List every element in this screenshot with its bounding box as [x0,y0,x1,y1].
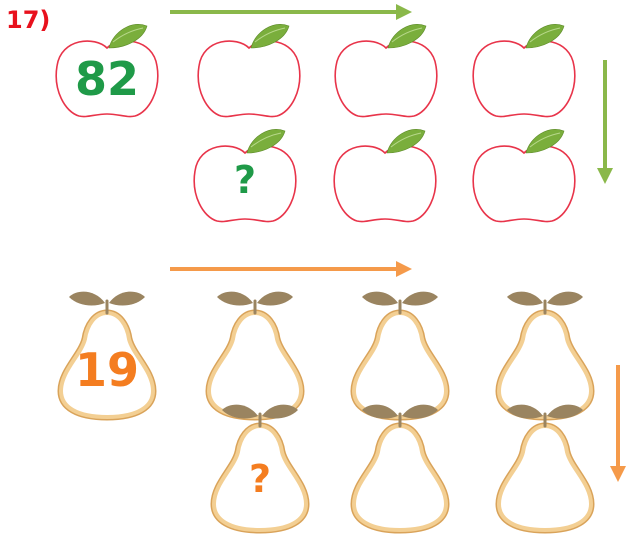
pear-1-icon [57,291,157,421]
orange-arrow-down-icon [610,365,626,482]
apple-6-icon [333,129,437,223]
pear-1-value: 19 [74,343,139,397]
apple-7-icon [472,129,576,223]
pear-7-icon [495,404,595,534]
green-arrow-right-icon [170,4,412,20]
apple-5-value[interactable]: ? [233,158,257,202]
green-arrow-down-icon [597,60,613,184]
pear-2-icon [205,291,305,421]
apple-1-icon [55,24,159,118]
pear-6-icon [350,404,450,534]
pear-5-icon [210,404,310,534]
apple-3-icon [334,24,438,118]
apple-4-icon [472,24,576,118]
apple-5-icon [193,129,297,223]
problem-number: 17) [6,6,51,34]
apple-1-value: 82 [74,52,139,106]
orange-arrow-right-icon [170,261,412,277]
pear-5-value[interactable]: ? [248,457,272,501]
apple-2-icon [197,24,301,118]
